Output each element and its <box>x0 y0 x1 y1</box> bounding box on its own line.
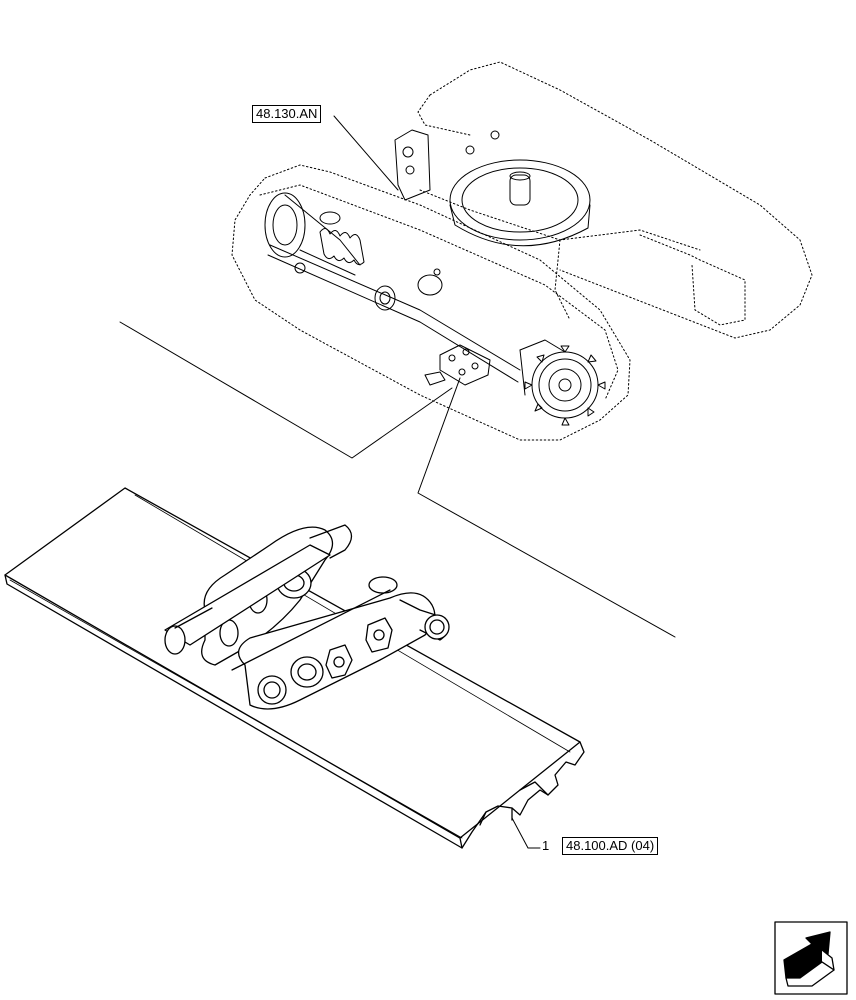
reference-box-48-130-an[interactable]: 48.130.AN <box>252 105 322 123</box>
mounting-bracket <box>394 129 500 201</box>
reference-box-48-100-ad[interactable]: 48.100.AD (04) <box>562 837 659 855</box>
highlighted-chain-section <box>439 344 491 386</box>
track-chain-phantom <box>267 244 521 386</box>
drive-sprocket <box>519 339 606 426</box>
next-page-arrow-icon[interactable] <box>774 921 848 995</box>
leader-line-top-ref <box>333 115 399 191</box>
leader-line-left <box>119 321 453 459</box>
item-number-label: 1 <box>542 838 550 853</box>
slewing-ring-phantom <box>449 159 591 247</box>
leader-line-item-1 <box>511 817 541 849</box>
track-link-assembly <box>164 524 450 710</box>
idler-and-recoil-assembly <box>264 192 443 311</box>
leader-line-right <box>417 377 676 638</box>
